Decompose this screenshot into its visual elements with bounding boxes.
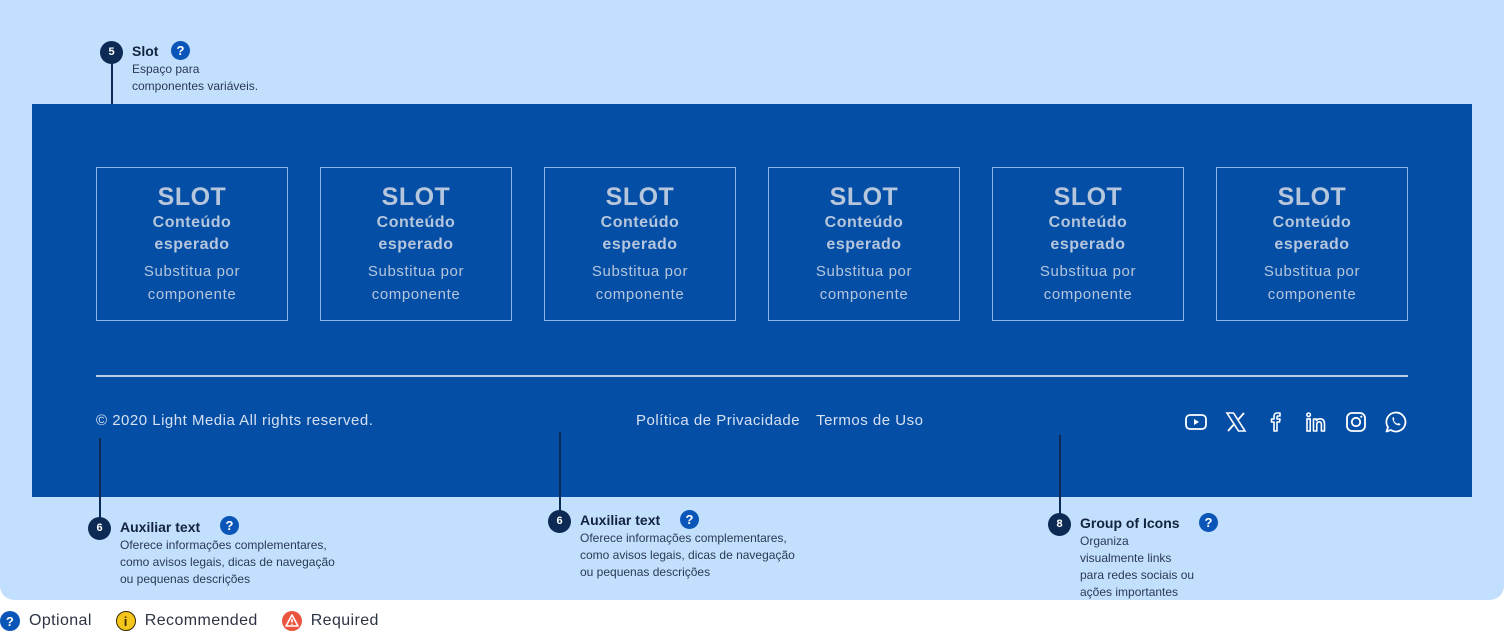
slot-placeholder: SLOT Conteúdo esperado Substitua por com… <box>96 167 288 321</box>
callout-connector-line <box>559 432 561 512</box>
callout-title: Auxiliar text <box>580 512 661 528</box>
footer-component: SLOT Conteúdo esperado Substitua por com… <box>32 104 1472 497</box>
slot-subtitle: Conteúdo esperado <box>824 214 904 253</box>
legend-item-optional: ? Optional <box>0 611 92 631</box>
callout-number-badge: 5 <box>100 41 123 64</box>
slot-placeholder: SLOT Conteúdo esperado Substitua por com… <box>544 167 736 321</box>
callout-connector-line <box>99 438 101 518</box>
slot-title: SLOT <box>829 183 899 211</box>
facebook-icon[interactable] <box>1264 410 1288 434</box>
slot-title: SLOT <box>1053 183 1123 211</box>
help-icon[interactable]: ? <box>1199 513 1218 532</box>
youtube-icon[interactable] <box>1184 410 1208 434</box>
callout-description: Oferece informações complementares, como… <box>580 531 795 579</box>
slot-hint: Substitua por componente <box>143 263 241 303</box>
linkedin-icon[interactable] <box>1304 410 1328 434</box>
legend-label: Required <box>310 612 379 629</box>
callout-title: Auxiliar text <box>120 519 201 535</box>
slot-placeholder: SLOT Conteúdo esperado Substitua por com… <box>992 167 1184 321</box>
legend: ? Optional i Recommended Required <box>0 611 403 631</box>
slot-hint: Substitua por componente <box>591 263 689 303</box>
callout-number-badge: 8 <box>1048 513 1071 536</box>
callout-connector-line <box>1059 435 1061 515</box>
slot-placeholder: SLOT Conteúdo esperado Substitua por com… <box>1216 167 1408 321</box>
legend-item-required: Required <box>281 611 379 631</box>
legend-label: Recommended <box>144 612 258 629</box>
callout-description: Oferece informações complementares, como… <box>120 538 335 586</box>
slot-placeholder: SLOT Conteúdo esperado Substitua por com… <box>320 167 512 321</box>
callout-number-badge: 6 <box>88 517 111 540</box>
annotation-canvas: 5 Slot ? Espaço para componentes variáve… <box>0 0 1504 600</box>
slot-title: SLOT <box>157 183 227 211</box>
question-icon: ? <box>0 611 20 631</box>
slot-hint: Substitua por componente <box>1039 263 1137 303</box>
callout-description: Espaço para componentes variáveis. <box>132 62 259 93</box>
slot-hint: Substitua por componente <box>367 263 465 303</box>
info-icon: i <box>115 611 136 631</box>
help-icon[interactable]: ? <box>680 510 699 529</box>
help-icon[interactable]: ? <box>220 516 239 535</box>
slot-hint: Substitua por componente <box>815 263 913 303</box>
slot-title: SLOT <box>381 183 451 211</box>
slot-subtitle: Conteúdo esperado <box>376 214 456 253</box>
legend-label: Optional <box>29 612 92 629</box>
terms-of-use-link[interactable]: Termos de Uso <box>816 412 924 429</box>
privacy-policy-link[interactable]: Política de Privacidade <box>636 412 801 429</box>
slot-hint: Substitua por componente <box>1263 263 1361 303</box>
slot-subtitle: Conteúdo esperado <box>600 214 680 253</box>
slot-subtitle: Conteúdo esperado <box>152 214 232 253</box>
footer-links: Política de Privacidade Termos de Uso <box>636 412 923 429</box>
help-icon[interactable]: ? <box>171 41 190 60</box>
footer-divider <box>96 375 1408 377</box>
slot-title: SLOT <box>605 183 675 211</box>
slot-subtitle: Conteúdo esperado <box>1272 214 1352 253</box>
warning-icon <box>281 611 302 631</box>
social-icon-group <box>1184 410 1408 434</box>
slot-title: SLOT <box>1277 183 1347 211</box>
slot-subtitle: Conteúdo esperado <box>1048 214 1128 253</box>
callout-number-badge: 6 <box>548 510 571 533</box>
callout-title: Slot <box>132 43 159 59</box>
copyright-text: © 2020 Light Media All rights reserved. <box>96 412 374 429</box>
whatsapp-icon[interactable] <box>1384 410 1408 434</box>
slot-placeholder: SLOT Conteúdo esperado Substitua por com… <box>768 167 960 321</box>
callout-description: Organiza visualmente links para redes so… <box>1080 534 1195 599</box>
instagram-icon[interactable] <box>1344 410 1368 434</box>
x-icon[interactable] <box>1224 410 1248 434</box>
callout-title: Group of Icons <box>1080 515 1180 531</box>
legend-item-recommended: i Recommended <box>115 611 258 631</box>
